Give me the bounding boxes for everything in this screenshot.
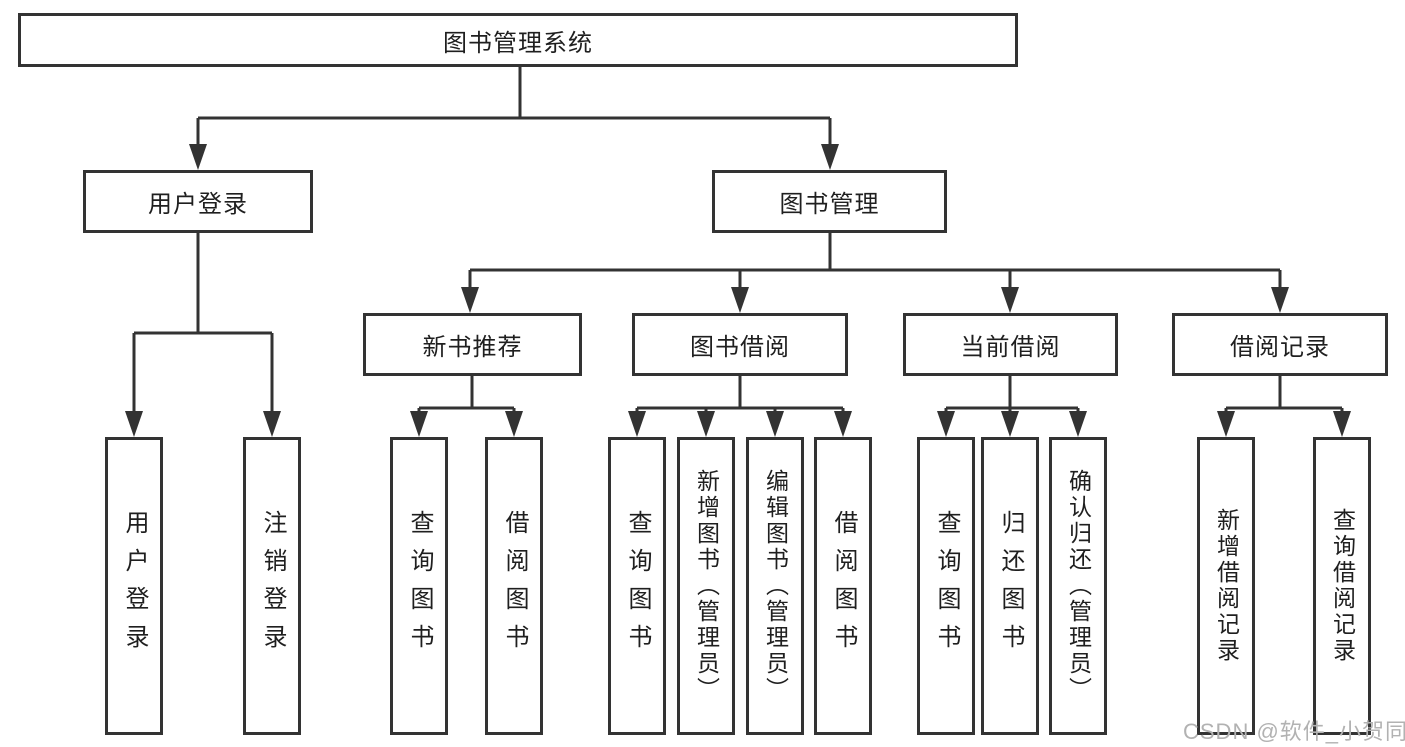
node-book-borrow: 图书借阅 xyxy=(632,313,848,376)
leaf-return-books-label: 归还图书 xyxy=(997,510,1024,662)
leaf-add-books-admin: 新增图书（管理员） xyxy=(677,437,735,735)
leaf-user-login-label: 用户登录 xyxy=(121,510,148,662)
leaf-query-books-current-label: 查询图书 xyxy=(933,510,960,662)
node-user-login-label: 用户登录 xyxy=(148,191,248,218)
csdn-watermark: CSDN @软件_小贺同学 xyxy=(1183,719,1405,744)
leaf-borrow-books: 借阅图书 xyxy=(814,437,872,735)
arrowheads xyxy=(125,144,1351,437)
node-new-book-recommend: 新书推荐 xyxy=(363,313,582,376)
leaf-add-borrow-record: 新增借阅记录 xyxy=(1197,437,1255,735)
node-book-management: 图书管理 xyxy=(712,170,947,233)
node-current-borrow: 当前借阅 xyxy=(903,313,1118,376)
node-borrow-records-label: 借阅记录 xyxy=(1230,334,1330,361)
node-root: 图书管理系统 xyxy=(18,13,1018,67)
leaf-query-books-current: 查询图书 xyxy=(917,437,975,735)
node-user-login: 用户登录 xyxy=(83,170,313,233)
leaf-borrow-books-recommend-label: 借阅图书 xyxy=(501,510,528,662)
leaf-borrow-books-recommend: 借阅图书 xyxy=(485,437,543,735)
leaf-add-books-admin-label: 新增图书（管理员） xyxy=(693,469,720,703)
node-book-borrow-label: 图书借阅 xyxy=(690,334,790,361)
node-book-management-label: 图书管理 xyxy=(779,191,880,218)
leaf-query-books-borrow-label: 查询图书 xyxy=(624,510,651,662)
leaf-query-borrow-record-label: 查询借阅记录 xyxy=(1329,508,1356,664)
leaf-user-login: 用户登录 xyxy=(105,437,163,735)
node-new-book-recommend-label: 新书推荐 xyxy=(422,334,523,361)
leaf-query-books-borrow: 查询图书 xyxy=(608,437,666,735)
node-root-label: 图书管理系统 xyxy=(443,29,593,57)
node-current-borrow-label: 当前借阅 xyxy=(960,334,1061,361)
leaf-query-books-recommend: 查询图书 xyxy=(390,437,448,735)
leaf-confirm-return-admin-label: 确认归还（管理员） xyxy=(1065,469,1092,703)
node-borrow-records: 借阅记录 xyxy=(1172,313,1388,376)
leaf-query-borrow-record: 查询借阅记录 xyxy=(1313,437,1371,735)
leaf-edit-books-admin-label: 编辑图书（管理员） xyxy=(762,469,789,703)
leaf-edit-books-admin: 编辑图书（管理员） xyxy=(746,437,804,735)
leaf-logout: 注销登录 xyxy=(243,437,301,735)
leaf-logout-label: 注销登录 xyxy=(259,510,286,662)
leaf-confirm-return-admin: 确认归还（管理员） xyxy=(1049,437,1107,735)
leaf-add-borrow-record-label: 新增借阅记录 xyxy=(1213,508,1240,664)
leaf-borrow-books-label: 借阅图书 xyxy=(830,510,857,662)
leaf-return-books: 归还图书 xyxy=(981,437,1039,735)
leaf-query-books-recommend-label: 查询图书 xyxy=(406,510,433,662)
